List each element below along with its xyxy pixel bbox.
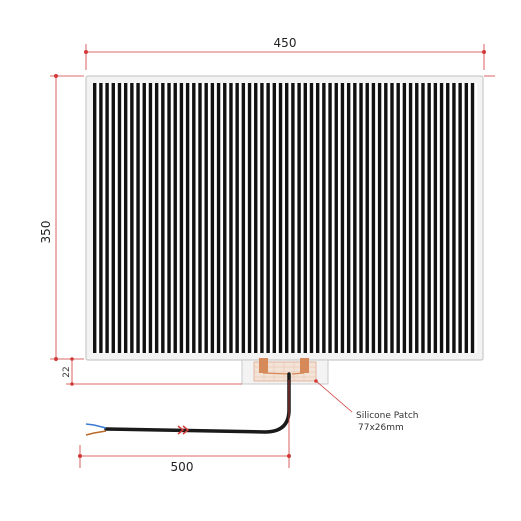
heating-stripe: [241, 83, 246, 353]
heating-stripe: [99, 83, 103, 353]
patch-callout-leader: [314, 379, 353, 413]
heating-stripe: [247, 83, 252, 353]
heating-stripe: [167, 83, 171, 353]
heating-stripe: [359, 83, 363, 353]
heating-stripe: [235, 83, 239, 353]
heating-stripe: [117, 83, 122, 353]
heating-stripe: [353, 83, 357, 353]
heating-stripe: [334, 83, 338, 353]
heating-stripe: [260, 83, 264, 353]
heating-stripe: [303, 83, 307, 353]
heating-stripe: [371, 83, 376, 353]
heating-stripe: [216, 83, 221, 353]
heating-stripe: [154, 83, 159, 353]
heating-stripe: [105, 83, 109, 353]
heating-stripe: [452, 83, 456, 353]
dimension-width: [84, 44, 486, 70]
heating-stripe: [421, 83, 425, 353]
wire-brown: [85, 430, 107, 436]
terminal-left: [259, 358, 268, 373]
heating-stripe: [111, 83, 115, 353]
heating-stripe: [446, 83, 450, 353]
heating-stripe: [346, 83, 351, 353]
terminal-right: [300, 358, 309, 373]
patch-callout-line2: 77x26mm: [358, 423, 404, 433]
heating-stripe: [192, 83, 196, 353]
dimension-bottom-margin: [66, 357, 242, 386]
heating-stripe: [223, 83, 227, 353]
terminal-right-lead: [291, 372, 305, 375]
heating-stripe: [204, 83, 208, 353]
heating-stripe: [198, 83, 202, 353]
cable-direction-arrows: [177, 425, 190, 435]
heating-stripe: [148, 83, 153, 353]
heating-stripe: [328, 83, 332, 353]
heating-stripe: [266, 83, 270, 353]
heating-stripe: [142, 83, 146, 353]
heating-stripe: [185, 83, 190, 353]
heating-stripe: [365, 83, 369, 353]
heating-stripe: [458, 83, 462, 353]
patch-callout-line1: Silicone Patch: [356, 411, 419, 421]
heating-stripe: [130, 83, 134, 353]
bottom-margin-dimension-label: 22: [62, 366, 72, 377]
heating-stripe: [427, 83, 431, 353]
dimension-cable-length: [78, 380, 291, 468]
heating-stripe: [297, 83, 301, 353]
heating-stripe: [377, 83, 382, 353]
heating-stripe: [278, 83, 283, 353]
heating-stripe: [408, 83, 413, 353]
width-dimension-label: 450: [274, 36, 297, 50]
heating-stripe: [291, 83, 295, 353]
heating-stripe: [93, 83, 97, 353]
heating-stripe: [322, 83, 326, 353]
heating-stripe: [210, 83, 215, 353]
heating-stripe: [123, 83, 128, 353]
heating-stripe: [415, 83, 419, 353]
cable-length-dimension-label: 500: [171, 460, 194, 474]
heating-stripe: [433, 83, 438, 353]
heating-stripe: [315, 83, 320, 353]
heating-stripe: [390, 83, 394, 353]
heating-stripe: [179, 83, 184, 353]
heating-stripe: [309, 83, 314, 353]
dimension-height: [50, 74, 84, 361]
heating-stripe: [402, 83, 407, 353]
heating-stripe: [136, 83, 140, 353]
heating-stripe: [254, 83, 258, 353]
wire-blue: [85, 423, 107, 429]
heating-stripe: [272, 83, 277, 353]
heating-stripe: [384, 83, 388, 353]
heating-stripe: [396, 83, 400, 353]
height-dimension-label: 350: [39, 221, 53, 244]
heating-stripe: [161, 83, 165, 353]
heating-element-stripes: [93, 83, 477, 353]
heating-stripe: [464, 83, 469, 353]
heating-stripe: [439, 83, 444, 353]
heating-stripe: [285, 83, 289, 353]
heating-stripe: [470, 83, 475, 353]
heating-stripe: [173, 83, 177, 353]
heating-stripe: [229, 83, 233, 353]
heating-stripe: [340, 83, 345, 353]
terminal-left-lead: [262, 372, 289, 375]
